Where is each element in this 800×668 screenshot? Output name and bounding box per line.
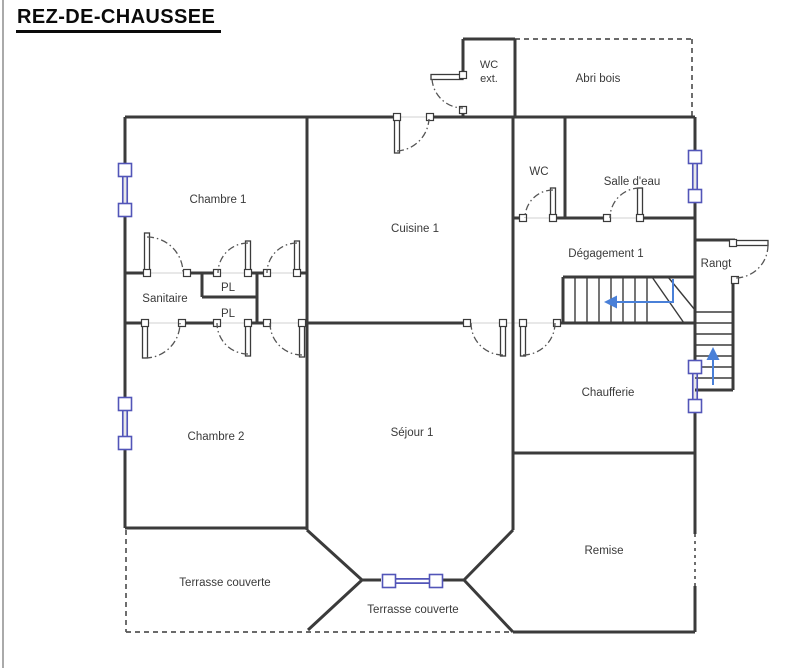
dashed-boundaries <box>125 38 696 633</box>
room-label-sejour-1: Séjour 1 <box>391 427 434 439</box>
window-post <box>687 398 703 414</box>
door-jamb <box>140 318 150 328</box>
window-post <box>428 573 444 589</box>
door-jamb <box>552 318 562 328</box>
door-jamb <box>142 268 152 278</box>
page-left-border <box>2 0 4 668</box>
door-jamb <box>498 318 508 328</box>
door-leaf <box>430 73 464 81</box>
stair-direction-arrows <box>604 279 720 385</box>
room-label-remise: Remise <box>585 545 624 557</box>
door-jamb <box>518 318 528 328</box>
room-label-wc-ext-1: WC <box>480 59 498 71</box>
window-post <box>117 202 133 218</box>
room-label-chaufferie: Chaufferie <box>582 387 635 399</box>
wall-lines <box>123 37 735 634</box>
window-post <box>687 188 703 204</box>
room-label-cuisine-1: Cuisine 1 <box>391 223 439 235</box>
room-label-chambre-1: Chambre 1 <box>190 194 247 206</box>
room-label-pl-bas: PL <box>221 308 236 320</box>
door-jamb <box>730 275 740 285</box>
room-label-terrasse-centre: Terrasse couverte <box>367 604 458 616</box>
door-jamb <box>177 318 187 328</box>
room-label-rangt: Rangt <box>701 258 732 270</box>
door-leaf <box>293 240 301 274</box>
door-leaf <box>519 322 527 357</box>
windows <box>117 149 703 589</box>
door-leaf <box>141 322 149 359</box>
door-swing-arcs <box>144 78 769 359</box>
interior-stairs-treads <box>574 276 696 324</box>
window-post <box>117 396 133 412</box>
room-label-chambre-2: Chambre 2 <box>188 431 245 443</box>
window-end-posts <box>117 149 703 589</box>
door-jamb <box>635 213 645 223</box>
door-jamb <box>728 238 738 248</box>
room-label-salle-deau: Salle d'eau <box>604 176 661 188</box>
room-label-abri-bois: Abri bois <box>576 73 621 85</box>
door-jamb <box>392 112 402 122</box>
door-jamb <box>292 268 302 278</box>
interior-stair-arrow-line <box>616 279 674 303</box>
room-label-terrasse-gauche: Terrasse couverte <box>179 577 270 589</box>
room-label-wc: WC <box>529 166 548 178</box>
window-post <box>117 162 133 178</box>
door-jamb <box>458 105 468 115</box>
interior-stair-arrow-head <box>604 295 617 309</box>
door-jamb <box>243 318 253 328</box>
door-leaf <box>244 322 252 357</box>
window-post <box>687 149 703 165</box>
door-leaf <box>244 240 252 274</box>
door-leaf <box>499 322 507 357</box>
door-jamb <box>425 112 435 122</box>
exterior-stair-arrow-head <box>706 347 720 360</box>
door-jamb <box>518 213 528 223</box>
stair-treads <box>574 276 733 379</box>
door-leaf <box>143 232 151 274</box>
room-label-pl-haut: PL <box>221 282 236 294</box>
page-title: REZ-DE-CHAUSSEE <box>16 6 222 33</box>
door-jamb <box>458 70 468 80</box>
door-leaf <box>549 187 557 219</box>
door-jamb <box>297 318 307 328</box>
door-jamb <box>548 213 558 223</box>
room-label-degagement-1: Dégagement 1 <box>568 248 643 260</box>
window-post <box>381 573 397 589</box>
door-jamb <box>243 268 253 278</box>
window-glazing-lines <box>121 157 699 584</box>
door-leaf <box>298 322 306 358</box>
door-jamb <box>212 268 222 278</box>
window-post <box>117 435 133 451</box>
window-post <box>687 359 703 375</box>
wall-guide-lines <box>124 116 696 450</box>
door-arcs <box>144 78 769 359</box>
door-leaf <box>734 239 769 247</box>
door-leaf <box>636 187 644 219</box>
abri-bois-boundary <box>515 38 693 117</box>
room-labels: WC ext. Abri bois Chambre 1 Cuisine 1 WC… <box>142 59 732 616</box>
terrace-boundary <box>125 530 512 633</box>
door-jamb <box>182 268 192 278</box>
room-label-wc-ext-2: ext. <box>480 73 498 85</box>
door-jamb <box>462 318 472 328</box>
walls <box>123 37 769 634</box>
door-leaf <box>393 117 401 154</box>
room-label-sanitaire: Sanitaire <box>142 293 187 305</box>
